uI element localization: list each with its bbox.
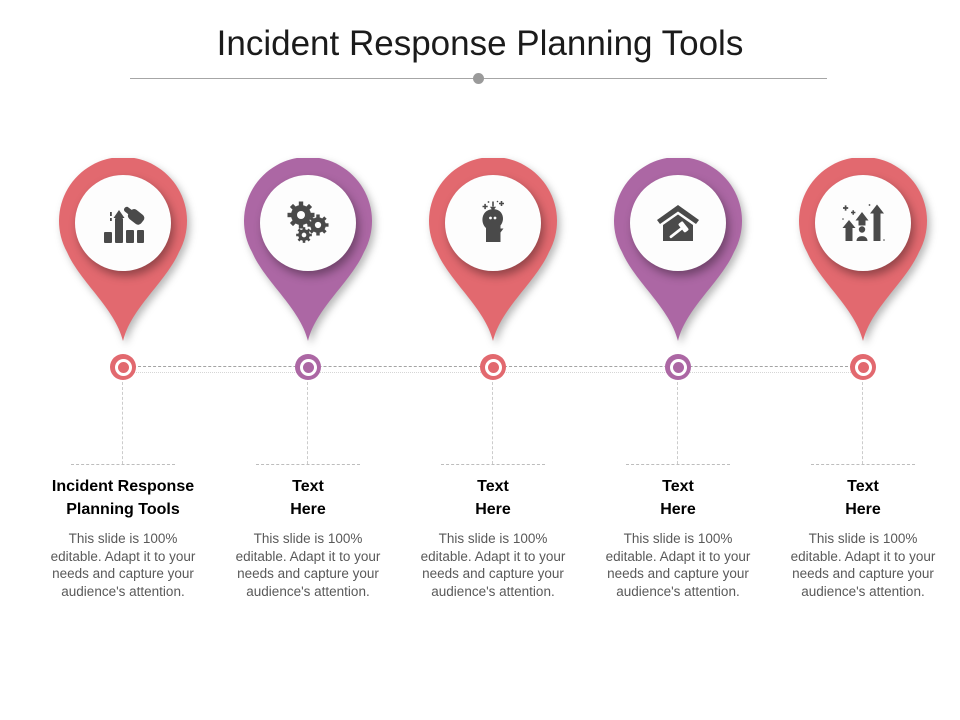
connector-line-vertical: [307, 382, 308, 464]
timeline-item: Incident Response Planning Tools This sl…: [35, 158, 211, 718]
timeline-node-ring: [114, 358, 132, 376]
text-divider-line: [626, 464, 730, 465]
text-block: Text Here This slide is 100% editable. A…: [590, 475, 766, 600]
item-body: This slide is 100% editable. Adapt it to…: [790, 531, 936, 599]
text-block: Text Here This slide is 100% editable. A…: [405, 475, 581, 600]
timeline-node: [295, 354, 321, 380]
item-heading: Text Here: [290, 478, 326, 518]
connector-line-vertical: [492, 382, 493, 464]
text-divider-line: [71, 464, 175, 465]
item-body: This slide is 100% editable. Adapt it to…: [50, 531, 196, 599]
text-divider-line: [441, 464, 545, 465]
timeline-node-dot: [487, 361, 499, 373]
timeline-node-ring: [484, 358, 502, 376]
timeline-node-dot: [117, 361, 129, 373]
timeline-node-ring: [299, 358, 317, 376]
connector-line-vertical: [677, 382, 678, 464]
timeline-node-dot: [672, 361, 684, 373]
gears-icon: [287, 201, 329, 243]
connector-line-vertical: [862, 382, 863, 464]
item-heading: Text Here: [475, 478, 511, 518]
text-divider-line: [811, 464, 915, 465]
item-body: This slide is 100% editable. Adapt it to…: [605, 531, 751, 599]
text-block: Incident Response Planning Tools This sl…: [35, 475, 211, 600]
item-heading: Text Here: [660, 478, 696, 518]
item-body: This slide is 100% editable. Adapt it to…: [420, 531, 566, 599]
timeline-item: Text Here This slide is 100% editable. A…: [775, 158, 951, 718]
timeline-node: [480, 354, 506, 380]
timeline-node-ring: [669, 358, 687, 376]
timeline-item: Text Here This slide is 100% editable. A…: [405, 158, 581, 718]
text-divider-line: [256, 464, 360, 465]
timeline-item: Text Here This slide is 100% editable. A…: [220, 158, 396, 718]
text-block: Text Here This slide is 100% editable. A…: [775, 475, 951, 600]
house-hammer-icon: [657, 205, 699, 241]
timeline-node: [850, 354, 876, 380]
hand-bar-chart-icon: [104, 206, 145, 243]
slide-title: Incident Response Planning Tools: [216, 24, 744, 63]
timeline-node-ring: [854, 358, 872, 376]
timeline-item: Text Here This slide is 100% editable. A…: [590, 158, 766, 718]
item-heading: Text Here: [845, 478, 881, 518]
timeline-node-dot: [302, 361, 314, 373]
timeline-node: [110, 354, 136, 380]
item-heading: Incident Response Planning Tools: [51, 478, 195, 518]
connector-line-vertical: [122, 382, 123, 464]
item-body: This slide is 100% editable. Adapt it to…: [235, 531, 381, 599]
timeline-node-dot: [857, 361, 869, 373]
timeline-node: [665, 354, 691, 380]
growth-arrows-icon: [842, 204, 885, 241]
head-knowledge-icon: [482, 200, 504, 242]
text-block: Text Here This slide is 100% editable. A…: [220, 475, 396, 600]
title-divider-dot: [473, 73, 484, 84]
